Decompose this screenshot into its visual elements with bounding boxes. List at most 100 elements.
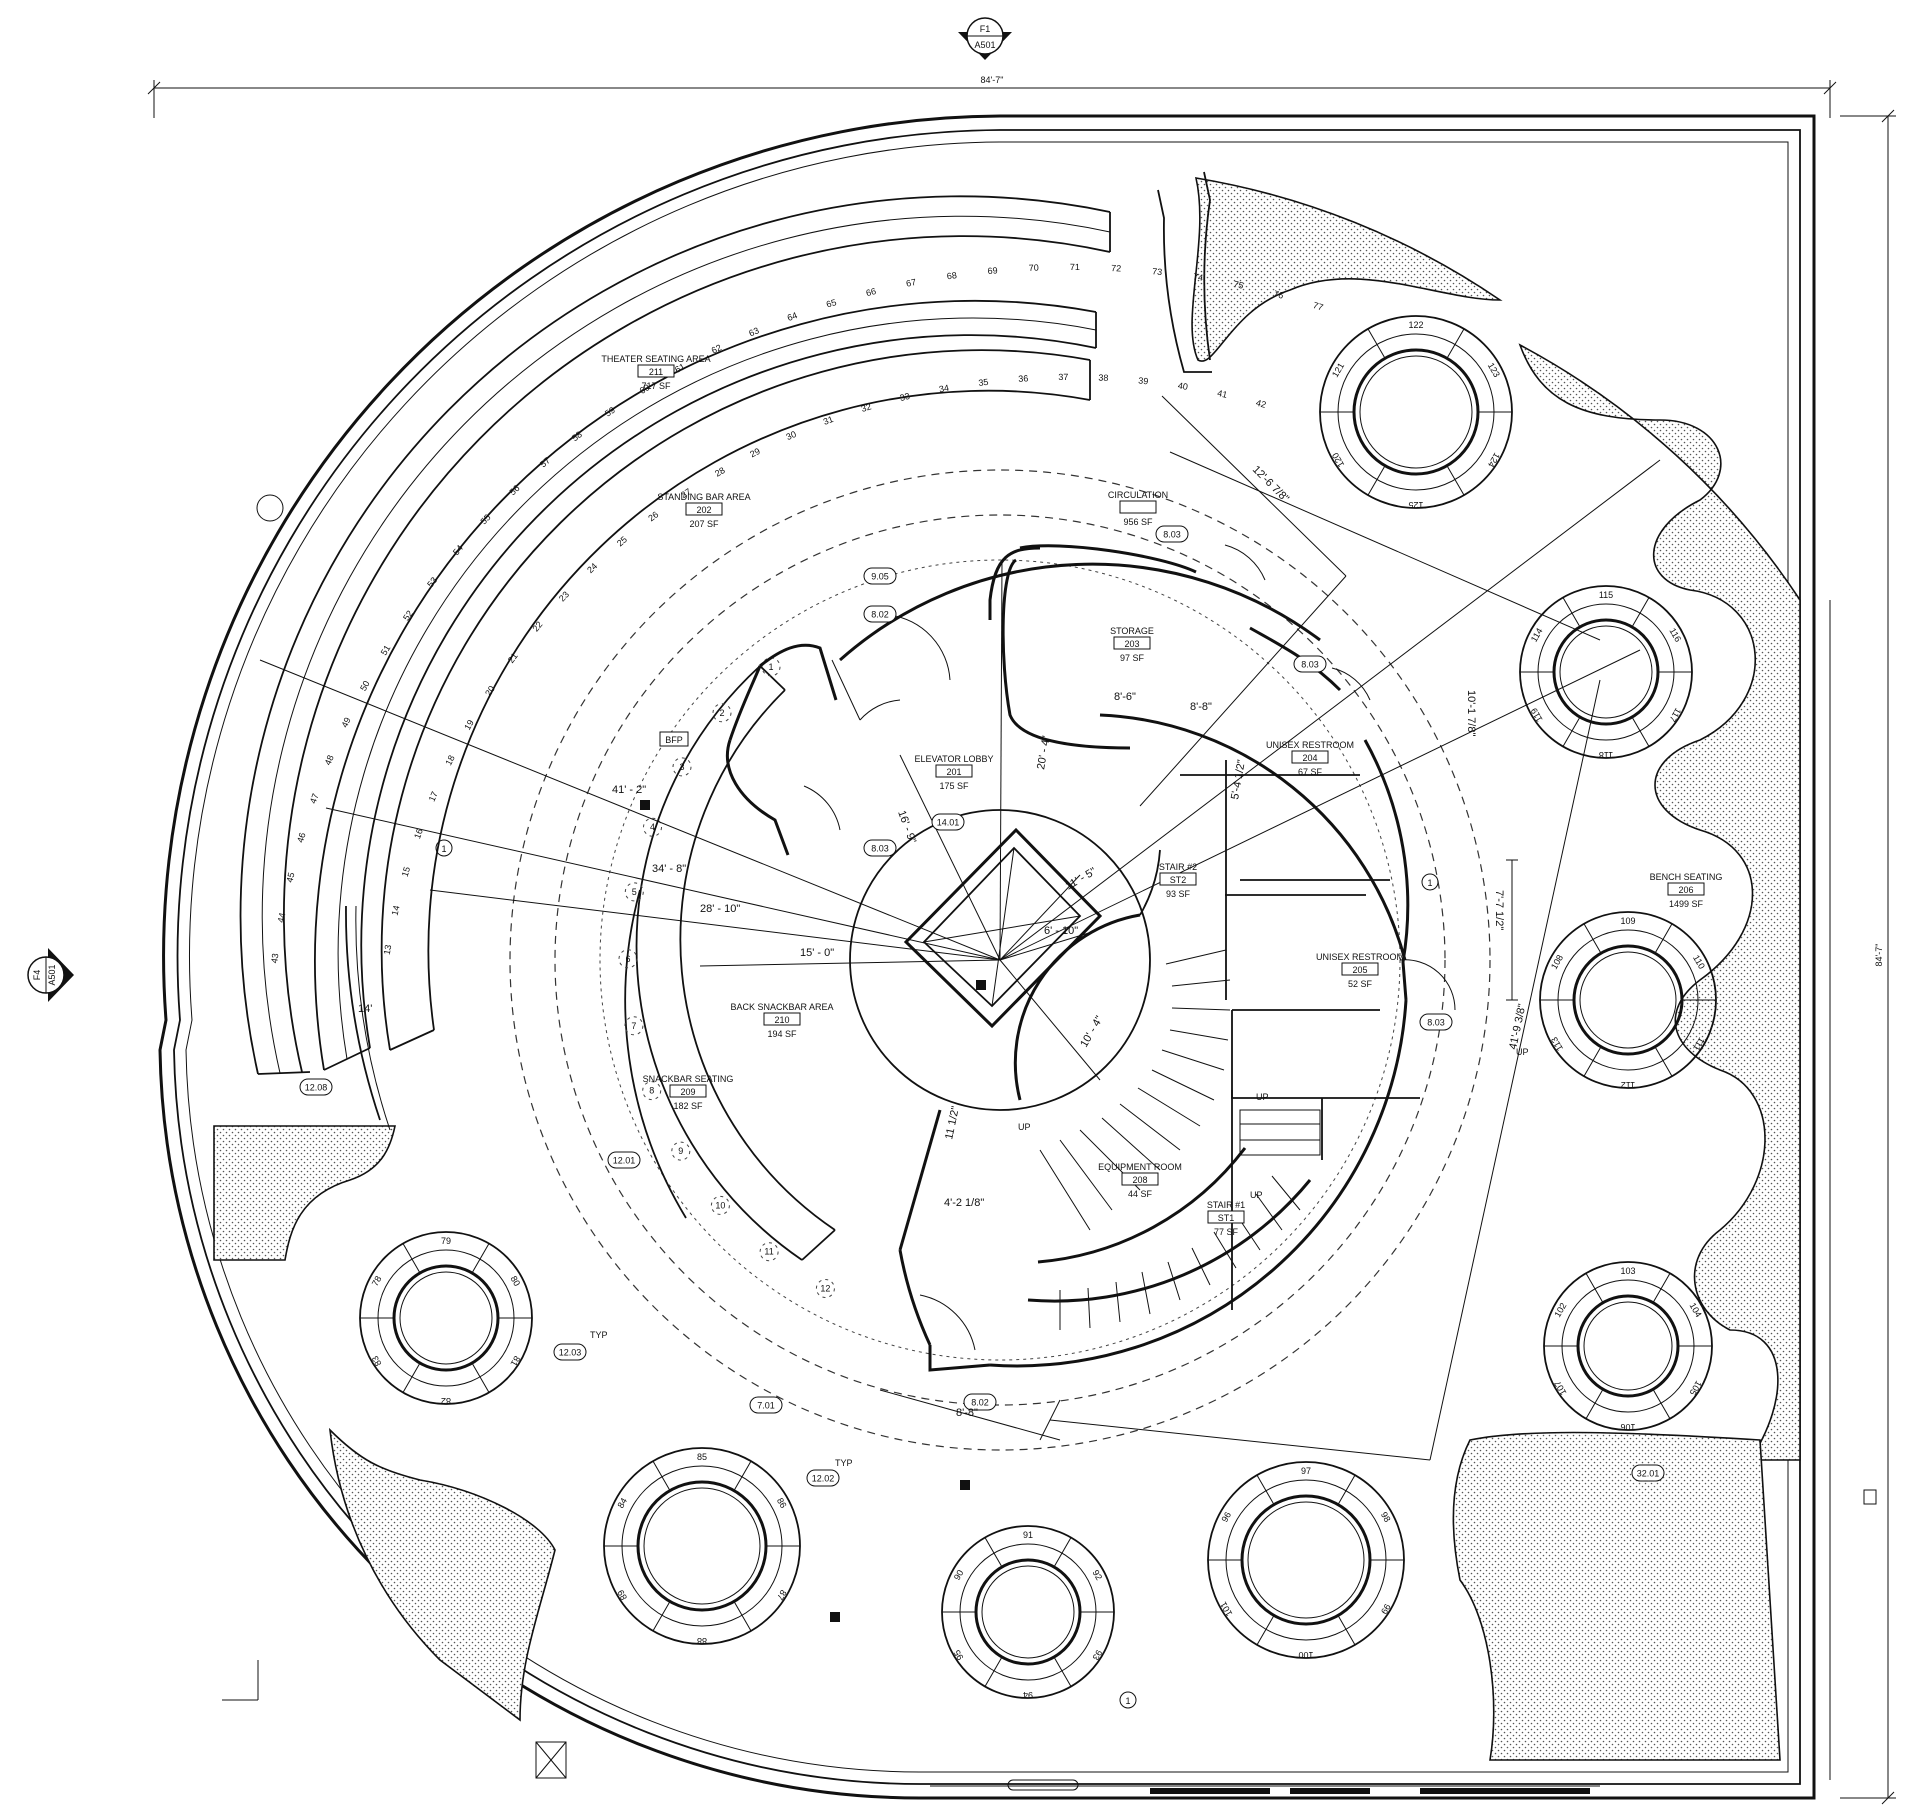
seat-number: 109 xyxy=(1620,916,1635,926)
keynote-number: 8.03 xyxy=(1163,530,1181,540)
seat-number: 16 xyxy=(412,827,425,840)
seat-number: 89 xyxy=(615,1588,629,1602)
seat-number: 31 xyxy=(822,414,835,427)
seat-number: 39 xyxy=(1138,375,1149,386)
keynote-tag[interactable]: 7.01 xyxy=(749,1396,783,1414)
stool-number: 5 xyxy=(632,887,637,897)
keynote-tag[interactable]: 8.03 xyxy=(1293,655,1327,673)
seat-number: 65 xyxy=(825,297,838,310)
seat-number: 125 xyxy=(1408,500,1423,510)
radial-dimension-lines xyxy=(259,395,1661,1461)
keynote-tag[interactable]: 12.02 xyxy=(806,1469,840,1487)
seat-number: 63 xyxy=(747,325,760,338)
seat-number: 113 xyxy=(1549,1035,1565,1052)
seat-number: 118 xyxy=(1599,750,1613,760)
stool-number: 8 xyxy=(649,1086,654,1096)
seat-number: 69 xyxy=(987,265,998,276)
keynote-tag[interactable]: 8.03 xyxy=(1419,1013,1453,1031)
room-number: 209 xyxy=(680,1087,695,1097)
elevator-shaft[interactable] xyxy=(903,827,1103,1029)
doors[interactable] xyxy=(803,544,1456,1351)
seat-number: 46 xyxy=(295,831,307,843)
dim-8-6: 8'-6" xyxy=(1114,691,1136,703)
seat-number: 71 xyxy=(1070,262,1080,272)
table-top xyxy=(392,1264,500,1372)
room-name: CIRCULATION xyxy=(1108,490,1168,500)
keynote-tag[interactable]: 8.02 xyxy=(963,1393,997,1411)
stool-number: 11 xyxy=(764,1247,773,1257)
up-label-2: UP xyxy=(1018,1122,1031,1132)
keynote-tag[interactable]: 8.03 xyxy=(863,839,897,857)
keynote-number: 8.02 xyxy=(971,1398,989,1408)
room-number: 206 xyxy=(1678,885,1693,895)
keynote-number: 8.03 xyxy=(1301,660,1319,670)
keynote-tag[interactable]: 9.05 xyxy=(863,567,897,585)
section-marker-top[interactable]: F1 A501 xyxy=(958,17,1012,60)
bar-stool xyxy=(642,1081,662,1101)
keynote-tag[interactable]: 12.01 xyxy=(607,1151,641,1169)
overall-width-dimension: 84'-7" xyxy=(147,75,1837,118)
room-number: 208 xyxy=(1132,1175,1147,1185)
keynote-tag[interactable]: 12.08 xyxy=(299,1078,333,1096)
seat-number: 29 xyxy=(748,446,761,459)
seat-number: 36 xyxy=(1018,373,1029,384)
seat-number: 105 xyxy=(1688,1379,1704,1397)
stool-number: 3 xyxy=(679,762,684,772)
typ-label-1: TYP xyxy=(590,1330,608,1340)
bar-stool xyxy=(618,949,638,969)
seat-number: 61 xyxy=(673,361,687,375)
seat-number: 14 xyxy=(390,904,402,916)
keynote-tag[interactable]: 8.03 xyxy=(1155,525,1189,543)
seat-number: 74 xyxy=(1192,272,1203,283)
keynote-tag[interactable]: 8.02 xyxy=(863,605,897,623)
seat-number: 79 xyxy=(441,1236,451,1246)
keynote-tag[interactable]: 32.01 xyxy=(1631,1464,1665,1482)
keynote-tag[interactable]: 12.03 xyxy=(553,1343,587,1361)
room-area: 182 SF xyxy=(673,1101,703,1111)
seat-number: 40 xyxy=(1177,380,1189,392)
dim-8-8a: 8'-8" xyxy=(956,1407,978,1419)
seat-number: 99 xyxy=(1379,1602,1393,1616)
dim-16-9: 16' - 9" xyxy=(895,809,918,845)
seat-number: 15 xyxy=(400,866,412,878)
keynote-number: 12.01 xyxy=(613,1156,636,1166)
room-number-box xyxy=(1341,962,1379,976)
dim-7-7: 7'-7 1/2" xyxy=(1493,890,1505,930)
room-name: BACK SNACKBAR AREA xyxy=(730,1002,833,1012)
table-top xyxy=(1552,618,1660,726)
seat-number: 52 xyxy=(401,609,415,623)
seat-number: 41 xyxy=(1216,388,1228,400)
table-top xyxy=(1576,1294,1680,1398)
bar-stool xyxy=(815,1279,835,1298)
seat-number: 112 xyxy=(1621,1080,1635,1090)
room-name: STAIR #2 xyxy=(1159,862,1197,872)
section-marker-left[interactable]: F4 A501 xyxy=(27,948,74,1002)
room-area: 175 SF xyxy=(939,781,969,791)
seat-number: 59 xyxy=(603,405,617,419)
keynote-tag[interactable]: 14.01 xyxy=(931,813,965,831)
core-walls xyxy=(725,544,1420,1372)
dim-6-10: 6' - 10" xyxy=(1044,925,1078,937)
